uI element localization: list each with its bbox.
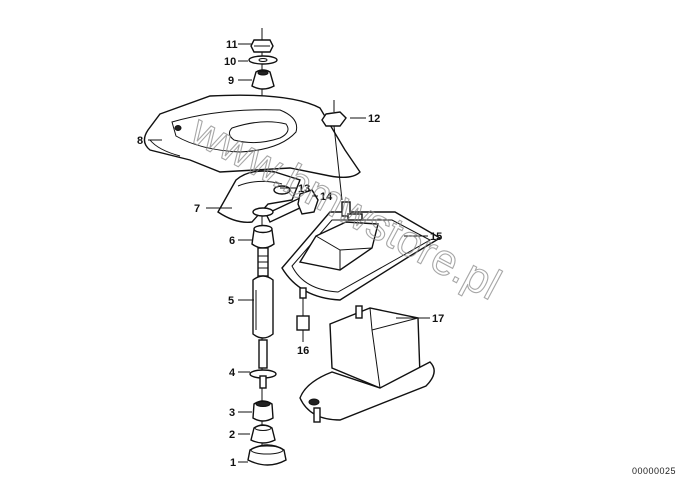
callout-8: 8 <box>137 135 143 147</box>
part-7-plate[interactable] <box>217 170 301 223</box>
part-1-cap[interactable] <box>247 444 287 466</box>
callout-6: 6 <box>229 235 235 247</box>
part-3-bushing[interactable] <box>252 400 274 422</box>
callout-7: 7 <box>194 203 200 215</box>
callout-15: 15 <box>430 231 442 243</box>
part-11-nut[interactable] <box>250 39 274 53</box>
document-id: 00000025 <box>631 466 676 476</box>
callout-10: 10 <box>224 56 236 68</box>
leader-lines <box>148 43 430 463</box>
part-8-bracket[interactable] <box>143 94 361 179</box>
callout-labels: 11 10 9 8 12 13 14 7 6 15 5 17 16 4 3 2 … <box>137 39 444 469</box>
part-12-nut[interactable] <box>321 100 347 201</box>
part-5-damper[interactable] <box>252 247 274 369</box>
callout-13: 13 <box>298 183 310 195</box>
callout-16: 16 <box>297 345 309 357</box>
callout-12: 12 <box>368 113 380 125</box>
callout-5: 5 <box>228 295 234 307</box>
part-4-washer[interactable] <box>249 369 277 389</box>
part-9-rubber-cup[interactable] <box>251 69 275 90</box>
callout-2: 2 <box>229 429 235 441</box>
part-10-washer[interactable] <box>248 55 278 65</box>
part-17-mount[interactable] <box>299 305 435 423</box>
callout-11: 11 <box>226 39 238 51</box>
part-15-engine-mount[interactable] <box>281 201 442 301</box>
callout-14: 14 <box>320 191 333 203</box>
callout-4: 4 <box>229 367 236 379</box>
part-16-nut[interactable] <box>296 287 310 331</box>
callout-1: 1 <box>230 457 236 469</box>
callout-9: 9 <box>228 75 234 87</box>
callout-17: 17 <box>432 313 444 325</box>
callout-3: 3 <box>229 407 235 419</box>
part-6-bushing[interactable] <box>251 224 275 249</box>
part-2-cup[interactable] <box>250 424 276 444</box>
part-7-ring <box>252 207 274 217</box>
